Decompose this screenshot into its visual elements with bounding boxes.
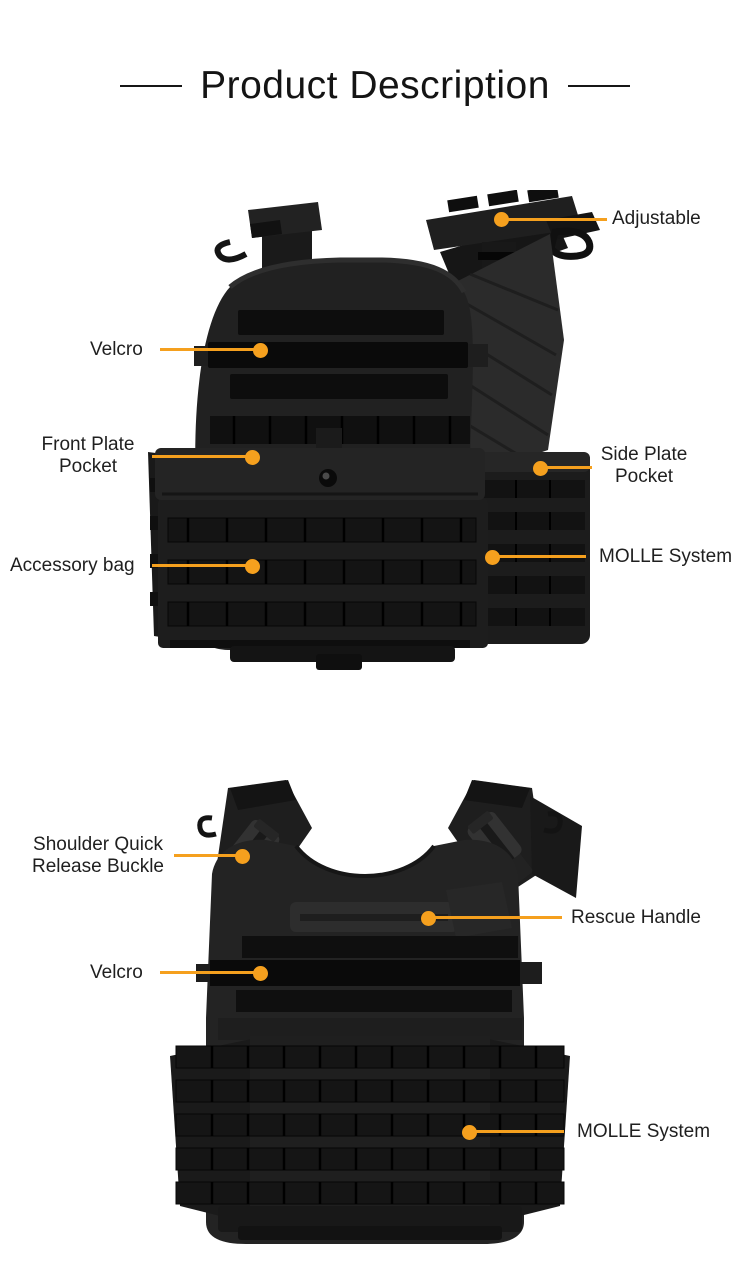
callout-line — [160, 971, 256, 974]
callout-line — [160, 348, 256, 351]
molle-lower-section — [170, 1036, 570, 1234]
callout-label: Shoulder Quick Release Buckle — [31, 834, 165, 878]
collar-seam — [294, 844, 436, 878]
back-vest-photo — [170, 780, 582, 1244]
callout-label: MOLLE System — [577, 1121, 711, 1142]
callout-line — [505, 218, 607, 221]
callout-label: Velcro — [90, 962, 143, 983]
bottom-strap — [316, 654, 362, 670]
callout-label: MOLLE System — [599, 546, 733, 567]
callout-label: Front Plate Pocket — [41, 434, 135, 478]
callout-line — [474, 1130, 564, 1133]
callout-line — [546, 466, 592, 469]
page-title: Product Description — [200, 64, 550, 107]
callout-label: Rescue Handle — [571, 907, 701, 928]
callout-dot — [253, 966, 268, 981]
callout-line — [152, 564, 248, 567]
right-shoulder-strap-back — [448, 780, 582, 900]
bottom-flap-back — [238, 1226, 502, 1240]
section-header: Product Description — [0, 64, 750, 108]
callout-dot — [235, 849, 250, 864]
callout-dot — [421, 911, 436, 926]
callout-dot — [533, 461, 548, 476]
callout-dot — [245, 559, 260, 574]
front-pouch-flap — [155, 428, 485, 500]
callout-label: Accessory bag — [10, 555, 135, 576]
accessory-pouch — [158, 498, 488, 648]
vest-bottom-back — [218, 1206, 522, 1232]
callout-line — [434, 916, 562, 919]
title-rule-left — [120, 85, 183, 87]
side-plate-pocket — [478, 452, 590, 644]
callout-line — [498, 555, 586, 558]
callout-line — [174, 854, 238, 857]
rescue-handle — [290, 882, 512, 938]
callout-line — [152, 455, 248, 458]
velcro-strips-front — [194, 310, 488, 399]
callout-label: Side Plate Pocket — [600, 444, 688, 488]
panel-top-seam — [228, 257, 467, 294]
front-vest-photo — [148, 190, 600, 670]
title-rule-right — [567, 85, 630, 87]
callout-dot — [494, 212, 509, 227]
callout-dot — [245, 450, 260, 465]
callout-dot — [462, 1125, 477, 1140]
callout-label: Adjustable — [612, 208, 701, 229]
callout-dot — [253, 343, 268, 358]
callout-dot — [485, 550, 500, 565]
callout-label: Velcro — [90, 339, 143, 360]
mesh-back-panel — [448, 234, 564, 480]
